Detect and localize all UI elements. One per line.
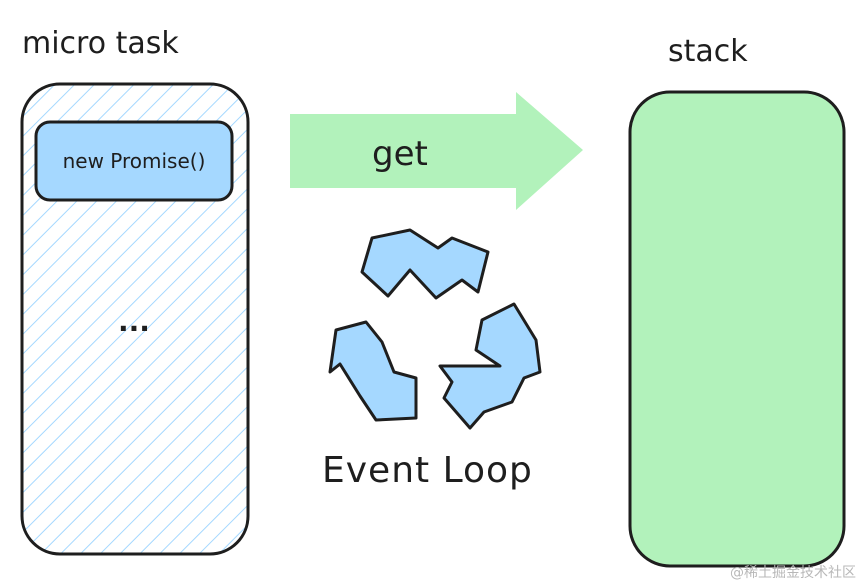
stack-title: stack xyxy=(668,34,748,69)
recycle-icon xyxy=(328,228,542,430)
promise-item-box xyxy=(34,120,234,202)
micro-task-title: micro task xyxy=(22,26,179,61)
event-loop-label: Event Loop xyxy=(322,450,533,491)
watermark: @稀土掘金技术社区 xyxy=(730,565,856,581)
get-arrow-label: get xyxy=(372,134,428,174)
promise-item-label: new Promise() xyxy=(62,149,206,173)
get-arrow xyxy=(290,92,583,210)
stack-container xyxy=(628,90,846,568)
more-items-ellipsis: ... xyxy=(118,305,150,338)
